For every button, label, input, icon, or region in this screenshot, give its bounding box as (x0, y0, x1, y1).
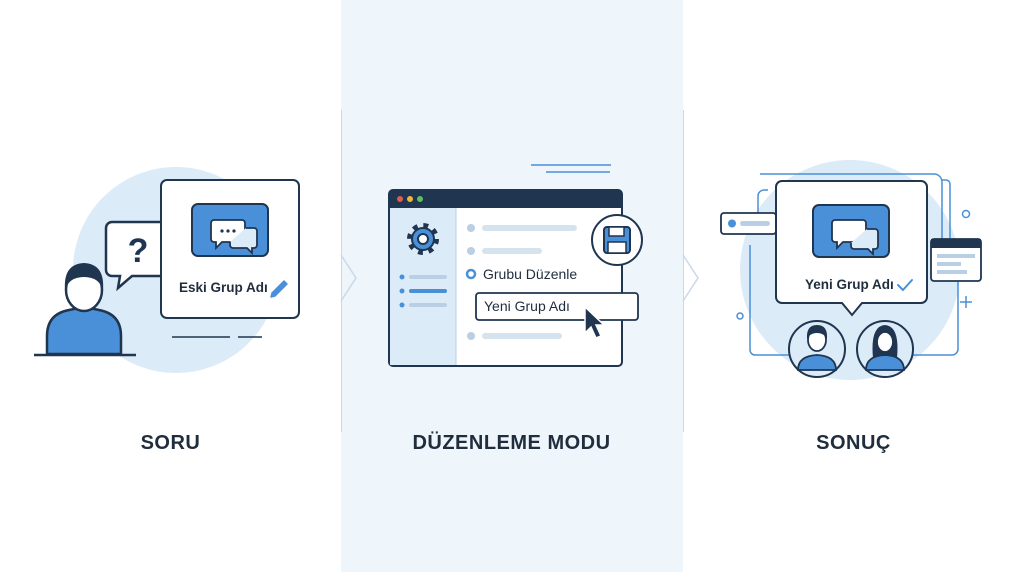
old-group-name-text: Eski Grup Adı (179, 280, 268, 295)
chat-bubbles-icon (812, 204, 890, 258)
pencil-icon (270, 280, 288, 298)
app-window (388, 189, 623, 367)
edit-group-menu-item[interactable]: Grubu Düzenle (483, 266, 578, 282)
panel-label-edit-mode: DÜZENLEME MODU (412, 432, 611, 454)
mini-widget-left (720, 212, 777, 235)
check-icon (897, 279, 913, 291)
new-group-name-text: Yeni Grup Adı (805, 277, 894, 292)
mini-window-right (930, 238, 982, 282)
chat-bubbles-icon (191, 203, 269, 257)
chevron-right-icon (340, 254, 357, 302)
window-close-dot (397, 196, 403, 202)
window-minimize-dot (407, 196, 413, 202)
user-avatar-icon (788, 320, 846, 378)
group-name-input-box (475, 292, 639, 321)
question-panel: ? (34, 167, 300, 373)
group-name-input-value[interactable]: Yeni Grup Adı (484, 298, 570, 314)
question-bubble-icon: ? (104, 220, 172, 292)
panel-label-question: SORU (140, 432, 201, 454)
chevron-right-icon (682, 254, 699, 302)
result-panel (720, 160, 982, 380)
divider-right (683, 110, 684, 432)
svg-text:?: ? (128, 232, 149, 270)
user-avatar-icon (856, 320, 914, 378)
cursor-icon (584, 305, 606, 339)
gear-icon (407, 223, 439, 255)
radio-selected-icon (465, 268, 477, 280)
divider-left (341, 110, 342, 432)
window-maximize-dot (417, 196, 423, 202)
edit-mode-panel (388, 164, 643, 367)
person-icon (34, 263, 136, 357)
panel-label-result: SONUÇ (816, 432, 891, 454)
save-icon (591, 214, 643, 266)
